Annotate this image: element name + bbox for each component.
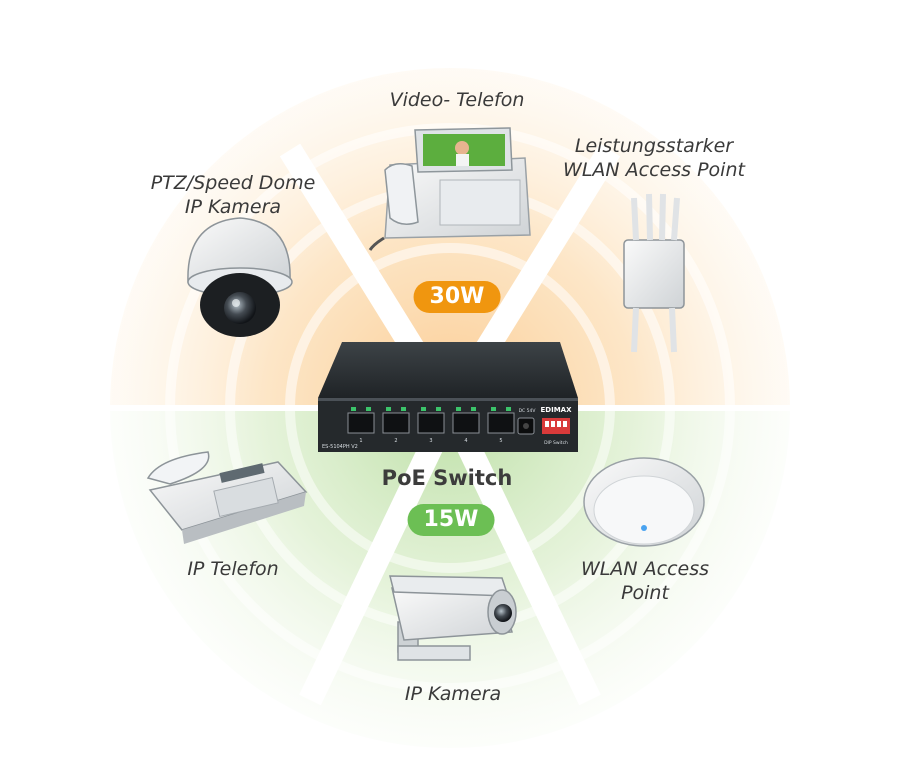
dome-camera-icon — [187, 217, 293, 337]
ip-camera-label: IP Kamera — [404, 683, 502, 705]
ip-phone-label: IP Telefon — [187, 558, 279, 580]
access-point-label: WLAN Access Point — [581, 557, 709, 605]
switch-ports — [347, 407, 515, 434]
low-power-badge: 15W — [407, 504, 495, 536]
port-number: 4 — [464, 438, 467, 444]
label-line: WLAN Access Point — [563, 159, 745, 181]
high-power-badge: 30W — [413, 281, 501, 313]
label-line: IP Kamera — [184, 196, 282, 218]
label-line: WLAN Access — [581, 558, 709, 580]
power-input-label: DC 54V — [519, 408, 537, 414]
desk-phone-icon — [146, 451, 308, 544]
port-number: 3 — [429, 438, 432, 444]
hp-access-point-label: Leistungsstarker WLAN Access Point — [563, 134, 745, 182]
video-phone-icon — [368, 127, 531, 251]
port-number: 5 — [499, 438, 502, 444]
label-line: Leistungsstarker — [574, 135, 734, 157]
poe-switch: 1 2 3 4 5 ES-5104PH V2 DC 54V DIP Switch… — [318, 342, 578, 452]
label-line: Point — [621, 582, 669, 604]
dip-switch-label: DIP Switch — [544, 440, 568, 446]
ptz-camera-label: PTZ/Speed Dome IP Kamera — [151, 171, 316, 219]
ceiling-access-point-icon — [583, 457, 705, 547]
bullet-camera-icon — [389, 575, 517, 661]
label-line: PTZ/Speed Dome — [150, 172, 316, 194]
port-number: 1 — [359, 438, 362, 444]
poe-switch-label: PoE Switch — [381, 466, 513, 490]
dip-switch-icon — [542, 418, 570, 434]
outdoor-access-point-icon — [623, 193, 685, 353]
port-number: 2 — [394, 438, 397, 444]
video-phone-label: Video- Telefon — [389, 89, 525, 111]
high-power-zone — [110, 68, 790, 415]
switch-model-label: ES-5104PH V2 — [322, 444, 358, 450]
brand-logo: EDIMAX — [541, 406, 573, 414]
